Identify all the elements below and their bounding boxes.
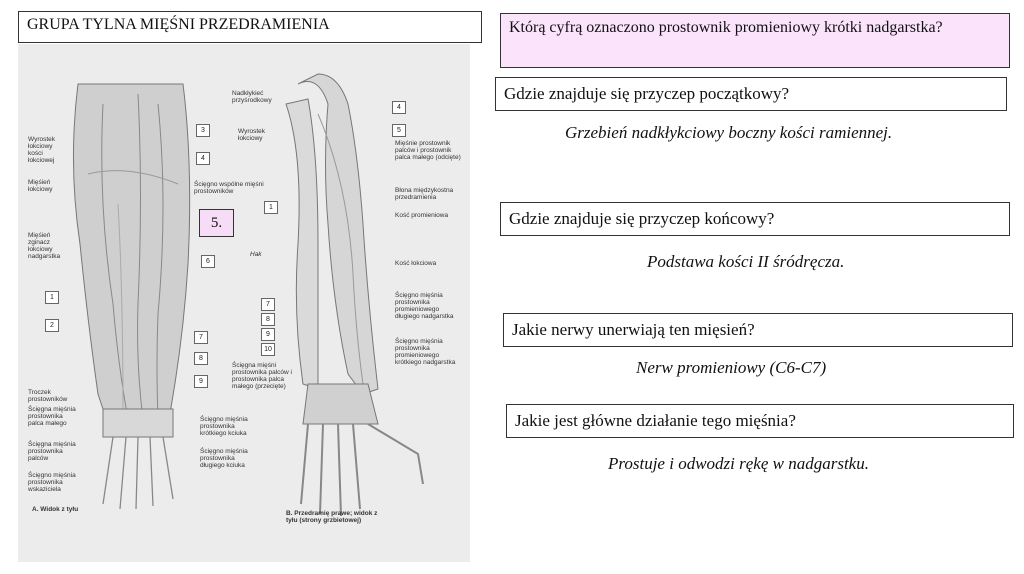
highlighted-number-label: 5. xyxy=(199,209,234,237)
main-question: Którą cyfrą oznaczono prostownik promien… xyxy=(500,13,1010,68)
number-label: 4 xyxy=(392,101,406,114)
label-sciegno-dlugi-nadgarstka: Ścięgno mięśnia prostownika promienioweg… xyxy=(395,292,454,320)
label-sciegno-kciuka-krotkiego: Ścięgno mięśnia prostownika krótkiego kc… xyxy=(200,416,248,437)
answer-innervation: Nerw promieniowy (C6-C7) xyxy=(636,358,827,377)
number-label: 2 xyxy=(45,319,59,332)
caption-b: B. Przedramię prawe; widok z tyłu (stron… xyxy=(286,510,378,524)
number-label: 7 xyxy=(194,331,208,344)
answer-action: Prostuje i odwodzi rękę w nadgarstku. xyxy=(608,454,869,473)
question-action: Jakie jest główne działanie tego mięśnia… xyxy=(506,404,1014,438)
answer-insertion: Podstawa kości II śródręcza. xyxy=(647,252,845,271)
label-nadklykiec: Nadkłykieć przyśrodkowy xyxy=(232,90,272,104)
number-label: 1 xyxy=(45,291,59,304)
number-label: 9 xyxy=(261,328,275,341)
number-label: 8 xyxy=(194,352,208,365)
label-miesien-lokciowy: Mięśień łokciowy xyxy=(28,179,53,193)
answer-origin: Grzebień nadkłykciowy boczny kości ramie… xyxy=(565,123,893,142)
caption-a: A. Widok z tyłu xyxy=(32,506,79,513)
label-wyrostek-b: Wyrostek łokciowy xyxy=(238,128,266,142)
number-label: 4 xyxy=(196,152,210,165)
number-label: 8 xyxy=(261,313,275,326)
label-sciegno-wspolne: Ścięgno wspólne mięśni prostowników xyxy=(194,181,264,195)
label-sciegno-prostownika-wskaziciela: Ścięgno mięśnia prostownika wskaziciela xyxy=(28,472,76,493)
number-label: 10 xyxy=(261,343,275,356)
number-label: 9 xyxy=(194,375,208,388)
label-troczek: Troczek prostowników xyxy=(28,389,68,403)
question-origin: Gdzie znajduje się przyczep początkowy? xyxy=(495,77,1007,111)
label-sciegna-prostownika-palcow-b: Ścięgna mięśni prostownika palców i pros… xyxy=(232,362,292,390)
label-blona: Błona międzykostna przedramienia xyxy=(395,187,454,201)
label-wyrostek-lokciowy: Wyrostek łokciowy kości łokciowej xyxy=(28,136,56,164)
question-insertion: Gdzie znajduje się przyczep końcowy? xyxy=(500,202,1010,236)
forearm-anatomy-figure: Wyrostek łokciowy kości łokciowej Mięśie… xyxy=(18,44,470,562)
number-label: 1 xyxy=(264,201,278,214)
label-sciegna-prostownika-palca-malego: Ścięgna mięśnia prostownika palca małego xyxy=(28,406,76,427)
label-zginacz: Mięśień zginacz łokciowy nadgarstka xyxy=(28,232,61,260)
label-sciegno-krotki-nadgarstka: Ścięgno mięśnia prostownika promienioweg… xyxy=(395,338,456,366)
number-label: 7 xyxy=(261,298,275,311)
number-label: 3 xyxy=(196,124,210,137)
slide-title: GRUPA TYLNA MIĘŚNI PRZEDRAMIENIA xyxy=(18,11,482,43)
label-hak: Hak xyxy=(250,251,262,258)
label-kosc-lokciowa: Kość łokciowa xyxy=(395,260,437,267)
question-innervation: Jakie nerwy unerwiają ten mięsień? xyxy=(503,313,1013,347)
number-label: 6 xyxy=(201,255,215,268)
label-sciegna-prostownika-palcow: Ścięgna mięśnia prostownika palców xyxy=(28,441,76,462)
label-sciegno-kciuka-dlugiego: Ścięgno mięśnia prostownika długiego kci… xyxy=(200,448,248,469)
number-label: 5 xyxy=(392,124,406,137)
label-miesnie-prostownik: Mięśnie prostownik palców i prostownik p… xyxy=(395,140,461,161)
label-kosc-promieniowa: Kość promieniowa xyxy=(395,212,449,219)
